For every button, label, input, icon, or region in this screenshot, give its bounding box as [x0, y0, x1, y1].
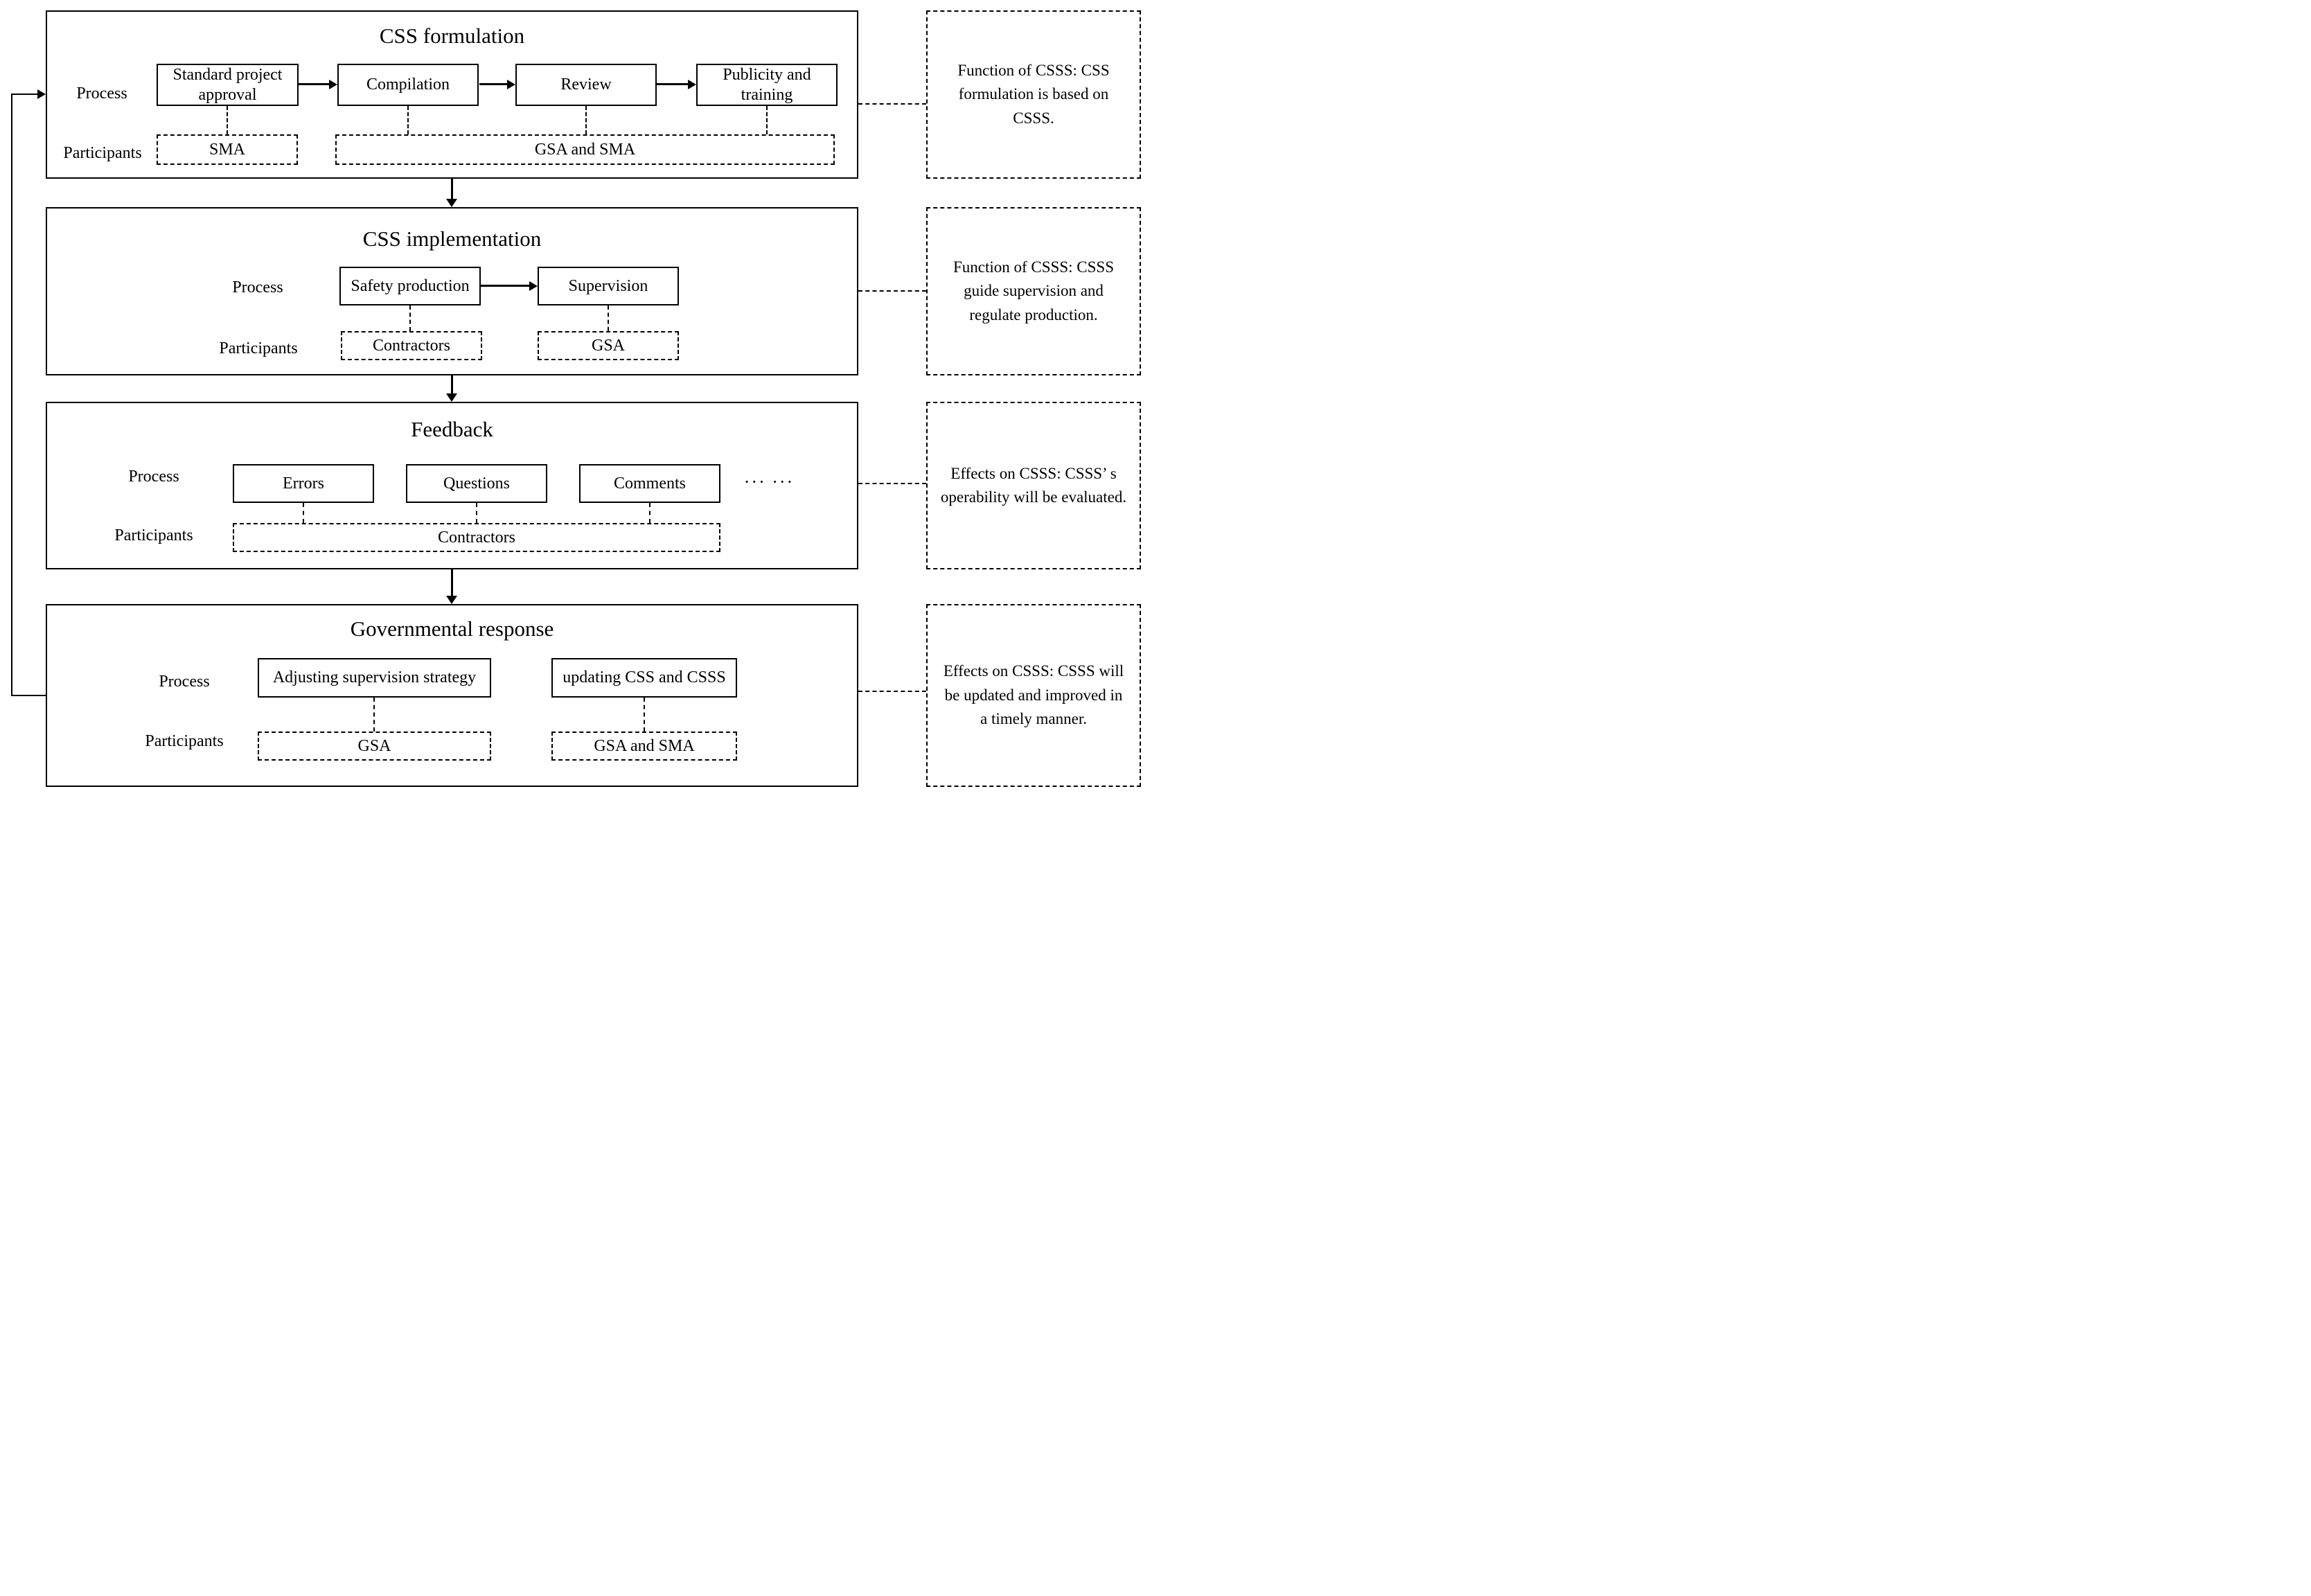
process-box-updating-css-and-csss: updating CSS and CSSS: [551, 658, 737, 698]
ellipsis-dots: ··· ···: [743, 472, 795, 492]
participant-box-gsa-and-sma-1: GSA and SMA: [335, 134, 835, 165]
participants-label-3: Participants: [114, 526, 193, 544]
arrow-line: [451, 375, 453, 394]
note-box-3: Effects on CSSS: CSSS’ s operability wil…: [926, 402, 1141, 569]
process-box-adjusting-supervision-strategy: Adjusting supervision strategy: [258, 658, 491, 698]
arrow-line: [451, 179, 453, 200]
arrow-line: [481, 285, 529, 287]
process-label-3: Process: [128, 468, 179, 486]
note-box-1: Function of CSSS: CSS formulation is bas…: [926, 10, 1141, 179]
dashed-connector: [608, 305, 609, 331]
note-text-2: Function of CSSS: CSSS guide supervision…: [953, 258, 1114, 323]
feedback-loop-line: [11, 94, 37, 95]
process-box-publicity-and-training: Publicity and training: [696, 64, 838, 106]
arrow-down-icon: [446, 596, 457, 604]
section-css-implementation-title: CSS implementation: [362, 227, 542, 251]
process-box-compilation: Compilation: [337, 64, 479, 106]
section-css-implementation-box: [46, 207, 858, 375]
dashed-connector: [585, 106, 587, 134]
process-box-safety-production: Safety production: [339, 267, 481, 305]
note-text-4: Effects on CSSS: CSSS will be updated an…: [943, 662, 1124, 728]
note-text-3: Effects on CSSS: CSSS’ s operability wil…: [940, 464, 1127, 506]
arrow-line: [299, 83, 329, 85]
process-label-4: Process: [159, 673, 210, 691]
process-label-1: Process: [76, 85, 127, 103]
dashed-connector: [649, 503, 650, 523]
participant-box-contractors-2: Contractors: [341, 331, 482, 360]
participant-box-gsa-2: GSA: [538, 331, 679, 360]
note-box-4: Effects on CSSS: CSSS will be updated an…: [926, 604, 1141, 787]
arrow-right-icon: [529, 281, 538, 291]
feedback-loop-arrow-icon: [37, 89, 46, 99]
note-text-1: Function of CSSS: CSS formulation is bas…: [957, 61, 1110, 127]
process-box-questions: Questions: [406, 464, 547, 503]
arrow-down-icon: [446, 393, 457, 402]
process-box-comments: Comments: [579, 464, 720, 503]
participants-label-1: Participants: [63, 144, 142, 162]
section-feedback-title: Feedback: [411, 417, 493, 441]
participant-box-sma: SMA: [157, 134, 298, 165]
dashed-connector: [303, 503, 304, 523]
note-box-2: Function of CSSS: CSSS guide supervision…: [926, 207, 1141, 375]
process-box-review: Review: [515, 64, 657, 106]
arrow-line: [479, 83, 507, 85]
arrow-right-icon: [688, 80, 696, 89]
dashed-connector: [644, 698, 645, 732]
arrow-down-icon: [446, 199, 457, 207]
section-governmental-response-box: [46, 604, 858, 787]
dashed-connector: [407, 106, 409, 134]
process-box-supervision: Supervision: [538, 267, 679, 305]
section-feedback-box: [46, 402, 858, 569]
feedback-loop-line: [11, 94, 12, 696]
dashed-connector: [858, 483, 926, 484]
process-box-errors: Errors: [233, 464, 374, 503]
participant-box-gsa-4: GSA: [258, 732, 491, 761]
dashed-connector: [858, 103, 926, 105]
dashed-connector: [766, 106, 768, 134]
arrow-right-icon: [329, 80, 337, 89]
dashed-connector: [373, 698, 375, 732]
dashed-connector: [227, 106, 228, 134]
arrow-line: [657, 83, 688, 85]
section-css-formulation-title: CSS formulation: [379, 24, 525, 48]
participant-box-contractors-3: Contractors: [233, 523, 720, 552]
process-box-standard-project-approval: Standard project approval: [157, 64, 299, 106]
participants-label-4: Participants: [145, 732, 224, 750]
flow-diagram: CSS formulation CSS implementation Feedb…: [0, 0, 1156, 798]
arrow-line: [451, 569, 453, 596]
arrow-right-icon: [507, 80, 515, 89]
dashed-connector: [409, 305, 411, 331]
dashed-connector: [858, 691, 926, 692]
dashed-connector: [476, 503, 477, 523]
process-label-2: Process: [232, 278, 283, 296]
section-css-formulation-box: [46, 10, 858, 179]
section-governmental-response-title: Governmental response: [350, 617, 554, 641]
participant-box-gsa-and-sma-4: GSA and SMA: [551, 732, 737, 761]
participants-label-2: Participants: [219, 339, 298, 357]
dashed-connector: [858, 290, 926, 292]
feedback-loop-line: [11, 695, 46, 696]
